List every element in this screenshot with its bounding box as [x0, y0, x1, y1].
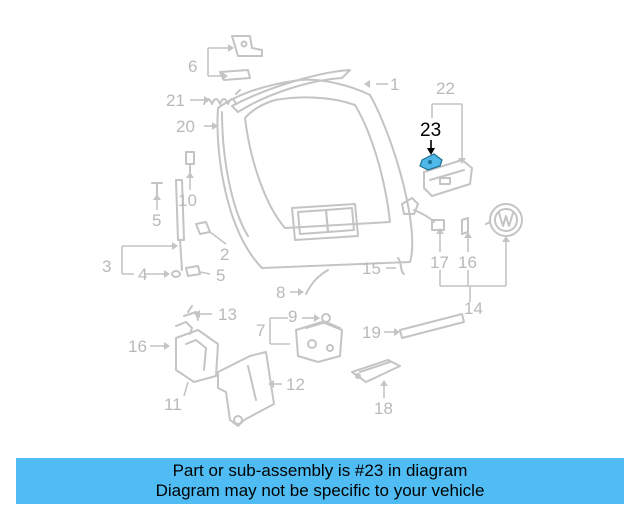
callout-19: 19	[362, 323, 381, 342]
callout-7: 7	[256, 321, 265, 340]
callout-18: 18	[374, 399, 393, 418]
emblem-part	[485, 203, 523, 237]
leader-lines	[121, 47, 507, 398]
parts-diagram: 1 2 3 4 5 5 5 6 7 8 9 10 11 12 13 14 15 …	[102, 35, 523, 427]
clip-part	[321, 313, 331, 323]
callout-6: 6	[188, 57, 197, 76]
trim-strip-part	[399, 313, 465, 339]
clip-16-part	[461, 217, 469, 235]
callout-12: 12	[286, 375, 305, 394]
actuator-part	[175, 305, 219, 383]
callout-4: 4	[138, 265, 147, 284]
callout-8: 8	[276, 283, 285, 302]
rod-part	[305, 269, 329, 295]
callout-9: 9	[288, 307, 297, 326]
callout-22: 22	[436, 79, 455, 98]
gas-strut-part	[175, 151, 195, 271]
handle-part	[351, 359, 401, 383]
switch-part-highlight[interactable]	[419, 153, 443, 171]
callout-23: 23	[420, 120, 441, 141]
hook-part	[397, 257, 405, 275]
callout-16-right: 16	[458, 253, 477, 272]
hinge-part	[219, 35, 263, 81]
info-line-disclaimer: Diagram may not be specific to your vehi…	[155, 481, 485, 500]
callout-10: 10	[178, 191, 197, 210]
tailgate-part	[216, 69, 414, 269]
callout-21: 21	[166, 91, 185, 110]
callout-16-left: 16	[128, 337, 147, 356]
callout-14: 14	[464, 299, 483, 318]
callout-13: 13	[218, 305, 237, 324]
lock-part	[295, 321, 343, 363]
callout-5a: 5	[152, 211, 161, 230]
info-line-part-number: Part or sub-assembly is #23 in diagram	[172, 461, 468, 480]
callout-3: 3	[102, 257, 111, 276]
callout-17: 17	[430, 253, 449, 272]
bracket-part	[217, 351, 275, 427]
callout-15: 15	[362, 259, 381, 278]
callout-2: 2	[220, 245, 229, 264]
callout-20: 20	[176, 117, 195, 136]
callout-labels: 1 2 3 4 5 5 5 6 7 8 9 10 11 12 13 14 15 …	[102, 57, 483, 418]
arrowheads	[153, 44, 510, 388]
callout-11: 11	[164, 395, 182, 414]
callout-1: 1	[390, 75, 399, 94]
info-bar: Part or sub-assembly is #23 in diagram D…	[16, 458, 624, 504]
sensor-part	[401, 197, 445, 231]
callout-5b: 5	[216, 266, 225, 285]
